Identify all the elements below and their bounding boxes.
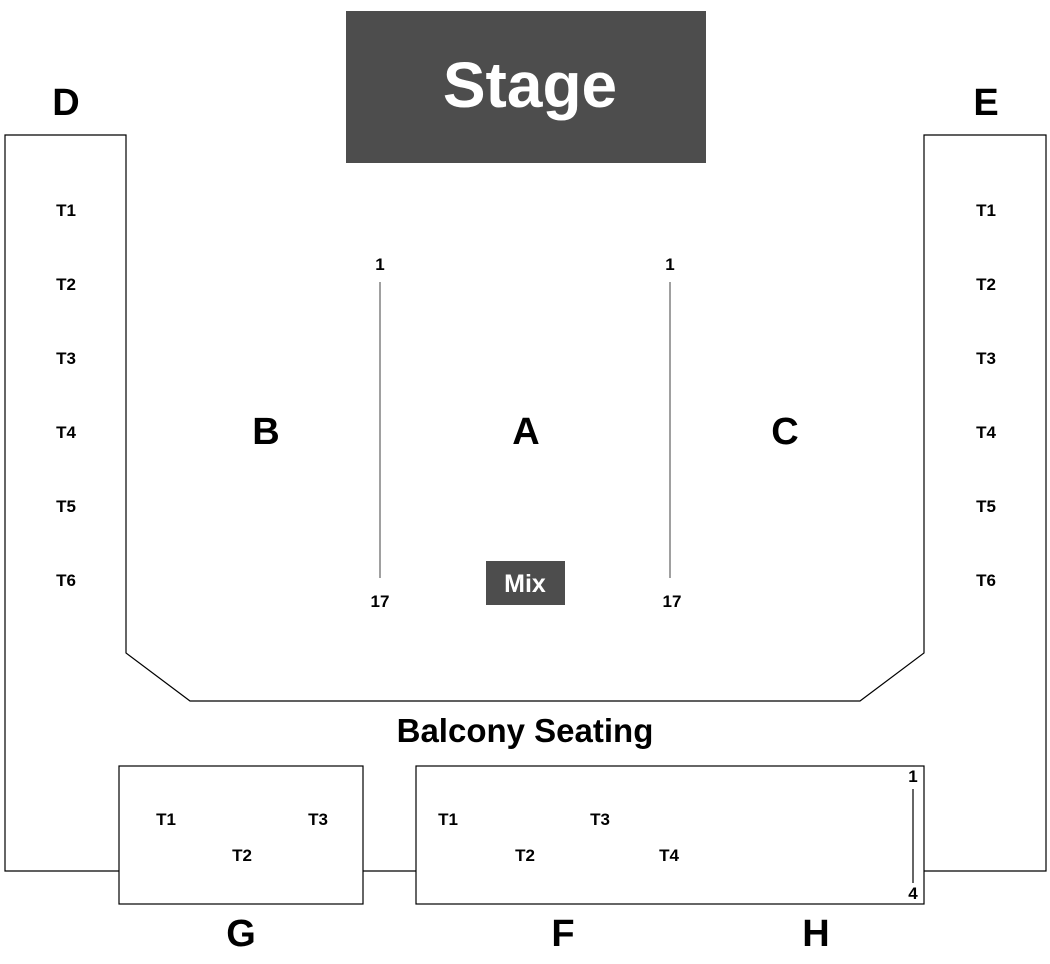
table-label[interactable]: T1 [438, 810, 458, 829]
row-marker-right: 1 17 [663, 255, 682, 611]
table-label[interactable]: T2 [56, 275, 76, 294]
table-label[interactable]: T1 [976, 201, 996, 220]
table-label[interactable]: T2 [232, 846, 252, 865]
section-f-label[interactable]: F [551, 913, 574, 955]
stage[interactable]: Stage [346, 11, 706, 163]
table-label[interactable]: T2 [976, 275, 996, 294]
table-label[interactable]: T3 [308, 810, 328, 829]
section-h-label[interactable]: H [802, 913, 829, 955]
row-start-label: 1 [375, 255, 384, 274]
row-end-label: 4 [908, 884, 918, 903]
section-b-label[interactable]: B [252, 411, 279, 453]
section-g-label[interactable]: G [226, 913, 256, 955]
table-label[interactable]: T6 [56, 571, 76, 590]
row-start-label: 1 [665, 255, 674, 274]
section-fh-box[interactable] [415, 765, 925, 905]
section-e-tables: T1 T2 T3 T4 T5 T6 [976, 201, 996, 590]
stage-block [346, 11, 706, 163]
row-end-label: 17 [663, 592, 682, 611]
table-label[interactable]: T4 [659, 846, 679, 865]
table-label[interactable]: T5 [56, 497, 76, 516]
section-d-label[interactable]: D [52, 82, 79, 124]
section-c-label[interactable]: C [771, 411, 798, 453]
section-g-tables: T1 T2 T3 [156, 810, 328, 865]
section-g-box[interactable] [118, 765, 364, 905]
section-d-tables: T1 T2 T3 T4 T5 T6 [56, 201, 76, 590]
venue-outline [4, 134, 1047, 872]
section-e-label[interactable]: E [973, 82, 998, 124]
table-label[interactable]: T1 [56, 201, 76, 220]
balcony-seating-heading: Balcony Seating [397, 712, 654, 749]
mix-position[interactable]: Mix [486, 561, 565, 605]
table-label[interactable]: T5 [976, 497, 996, 516]
row-marker-h: 1 4 [908, 767, 918, 903]
table-label[interactable]: T3 [56, 349, 76, 368]
row-end-label: 17 [371, 592, 390, 611]
stage-label: Stage [443, 49, 617, 121]
table-label[interactable]: T2 [515, 846, 535, 865]
mix-label: Mix [504, 570, 546, 598]
section-a-label[interactable]: A [512, 411, 539, 453]
table-label[interactable]: T3 [976, 349, 996, 368]
table-label[interactable]: T4 [976, 423, 996, 442]
table-label[interactable]: T6 [976, 571, 996, 590]
table-label[interactable]: T3 [590, 810, 610, 829]
row-marker-left: 1 17 [371, 255, 390, 611]
row-start-label: 1 [908, 767, 917, 786]
section-f-tables: T1 T2 T3 T4 [438, 810, 679, 865]
mix-block [486, 561, 565, 605]
table-label[interactable]: T4 [56, 423, 76, 442]
table-label[interactable]: T1 [156, 810, 176, 829]
